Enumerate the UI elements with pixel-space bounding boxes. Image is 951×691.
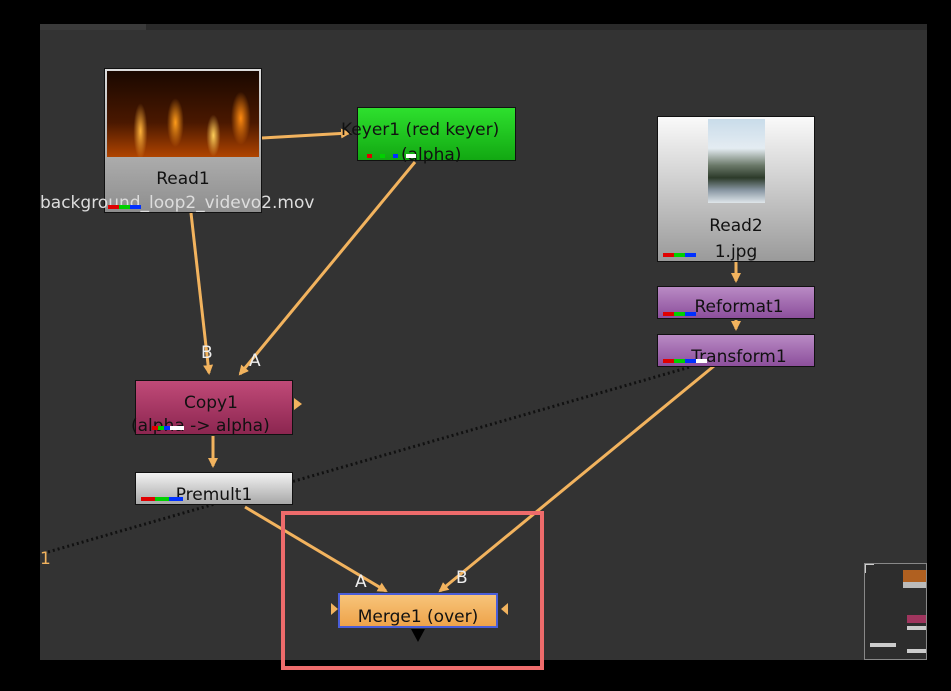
reformat1-channels <box>663 312 696 316</box>
merge1-right-input-icon[interactable] <box>501 603 508 615</box>
minimap-node-transform1 <box>870 643 896 647</box>
keyer1-sublabel: (alpha) <box>401 145 462 165</box>
merge1-label: Merge1 (over) <box>357 607 479 627</box>
minimap-viewport <box>865 564 874 573</box>
node-read1[interactable]: Read1 <box>104 68 262 213</box>
graph-minimap[interactable] <box>864 563 927 660</box>
graph-tab-strip <box>40 24 927 30</box>
premult1-channels <box>141 497 183 501</box>
copy1-mask-input-icon[interactable] <box>294 398 302 410</box>
merge1-output-icon[interactable] <box>411 629 425 642</box>
read2-filename: 1.jpg <box>714 242 758 262</box>
reformat1-label: Reformat1 <box>694 297 784 317</box>
edge-offscreen-dotted[interactable] <box>47 365 691 554</box>
premult1-label: Premult1 <box>175 485 253 505</box>
merge1-input-a-label: A <box>355 572 367 592</box>
read2-label: Read2 <box>709 216 763 236</box>
offscreen-input-label: 1 <box>40 549 51 569</box>
transform1-label: Transform1 <box>691 347 787 367</box>
node-read2[interactable]: Read2 1.jpg <box>657 116 815 262</box>
minimap-node-copy1 <box>907 615 926 623</box>
edge-premult1-merge1-a[interactable] <box>244 505 388 593</box>
copy1-sublabel: (alpha -> alpha) <box>131 416 270 436</box>
edge-keyer1-copy1-a[interactable] <box>238 161 417 376</box>
edge-transform1-merge1-b[interactable] <box>438 364 715 593</box>
copy1-input-a-label: A <box>249 351 261 371</box>
minimap-node-read1-bar <box>903 582 926 588</box>
merge1-left-input-icon[interactable] <box>331 603 338 615</box>
minimap-node-merge1 <box>907 649 926 653</box>
copy1-channels <box>152 426 184 430</box>
keyer1-channels <box>367 154 416 158</box>
read1-label: Read1 <box>156 169 210 189</box>
read1-channels <box>108 205 141 209</box>
read1-filename: background_loop2_videvo2.mov <box>40 193 315 213</box>
edge-read1-copy1-b[interactable] <box>189 212 214 375</box>
node-keyer1[interactable] <box>357 107 516 161</box>
read2-thumbnail <box>708 119 765 203</box>
keyer1-label: Keyer1 (red keyer) <box>341 120 500 140</box>
graph-tab[interactable] <box>40 24 146 30</box>
minimap-node-read1 <box>903 570 926 582</box>
transform1-channels <box>663 359 707 363</box>
edge-read1-keyer1[interactable] <box>261 128 351 140</box>
merge1-input-b-label: B <box>456 568 468 588</box>
copy1-input-b-label: B <box>201 343 213 363</box>
highlight-box <box>281 511 544 670</box>
read1-thumbnail <box>107 71 259 157</box>
node-transform1[interactable]: Transform1 <box>657 334 815 367</box>
read2-channels <box>663 253 696 257</box>
node-merge1[interactable]: Merge1 (over) <box>338 593 498 628</box>
copy1-label: Copy1 <box>184 393 238 413</box>
minimap-node-premult1 <box>907 626 926 630</box>
node-copy1[interactable] <box>135 380 293 435</box>
